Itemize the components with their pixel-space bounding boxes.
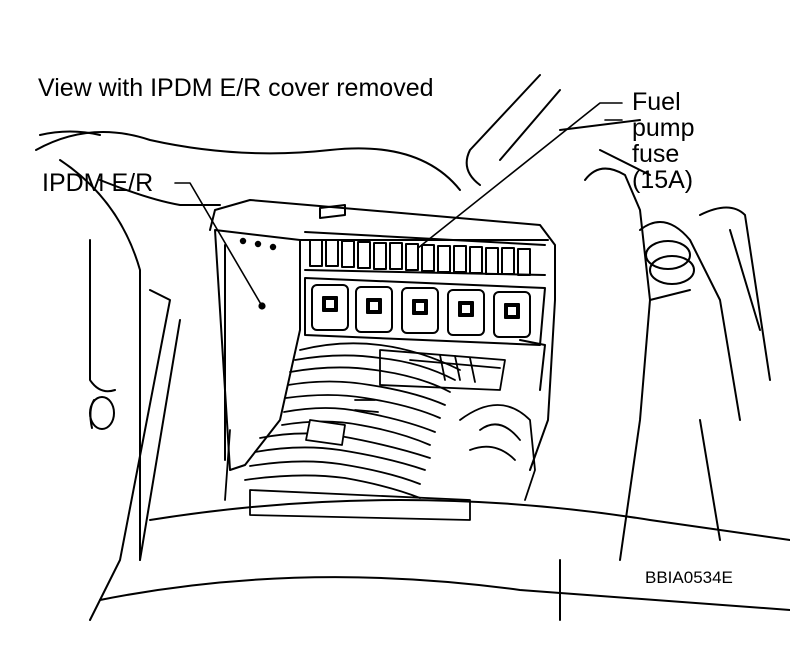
leader-lines: [174, 102, 623, 307]
figure-code: BBIA0534E: [645, 568, 733, 587]
relay-row: [304, 277, 546, 346]
ipdm-er-label: IPDM E/R: [42, 169, 154, 197]
wire-harness: [224, 342, 536, 521]
view-caption: View with IPDM E/R cover removed: [38, 74, 434, 102]
engine-bay-outline: [35, 74, 790, 621]
fuse-label-line: fuse: [632, 140, 680, 168]
fuse-label-line: (15A): [632, 166, 694, 194]
fuel-pump-fuse-label: Fuel pump fuse (15A): [632, 89, 695, 193]
fuse-label-line: Fuel: [632, 88, 681, 116]
fuse-label-line: pump: [632, 114, 695, 142]
coolant-hose: [584, 167, 771, 561]
fuse-row: [304, 231, 546, 276]
ipdm-box: [209, 199, 556, 471]
